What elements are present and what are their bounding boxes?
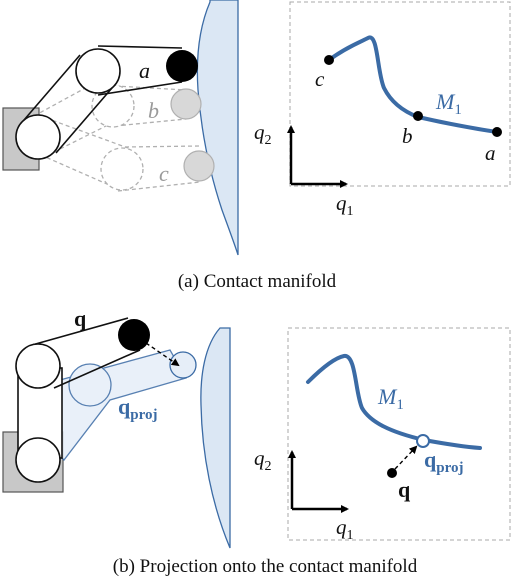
manifold-curve-a — [327, 35, 499, 134]
panel-b: q qproj M1 q qproj q2 q1 (b) Projection … — [2, 306, 511, 577]
axis-label-q1-a: q1 — [336, 191, 354, 219]
fingertip-a — [166, 50, 198, 82]
label-b: b — [148, 98, 159, 123]
label-a: a — [139, 58, 150, 83]
fingertip-c — [183, 150, 215, 182]
axis-label-q2-a: q2 — [254, 120, 272, 148]
fingertip-b — [170, 88, 202, 120]
robot-config-q — [15, 317, 141, 483]
robot-config-a — [15, 45, 183, 160]
point-a — [492, 127, 502, 137]
label-q-robot: q — [74, 306, 87, 331]
fingertip-proj-panel — [169, 351, 197, 379]
config-plot-a-frame — [289, 1, 511, 187]
label-qproj-robot: qproj — [118, 394, 157, 423]
point-c — [324, 55, 334, 65]
label-c: c — [159, 161, 169, 186]
axis-label-q1-b: q1 — [336, 515, 354, 543]
projection-arrow-plot — [394, 445, 418, 470]
label-qproj-plot: qproj — [424, 447, 463, 476]
point-label-b: b — [402, 124, 413, 148]
label-q-plot: q — [398, 477, 411, 502]
manifold-label-a: M1 — [435, 89, 462, 118]
panel-a: a b c c b a M1 q2 q1 (a) Contact manifol… — [2, 0, 511, 292]
point-qproj — [416, 434, 430, 448]
wall-surface-a — [196, 0, 239, 256]
projected-config — [41, 349, 187, 461]
wall-surface-b — [200, 327, 231, 549]
fingertip-q — [118, 319, 150, 351]
point-b — [413, 111, 423, 121]
caption-b: (b) Projection onto the contact manifold — [113, 556, 418, 577]
point-label-a: a — [485, 141, 496, 165]
caption-a: (a) Contact manifold — [178, 271, 337, 292]
ghost-config-b — [33, 79, 187, 153]
axis-label-q2-b: q2 — [254, 446, 272, 474]
ghost-config-c — [33, 117, 201, 192]
point-q — [387, 468, 397, 478]
point-label-c: c — [315, 67, 325, 91]
manifold-label-b: M1 — [377, 384, 404, 413]
manifold-curve-b — [306, 354, 482, 450]
